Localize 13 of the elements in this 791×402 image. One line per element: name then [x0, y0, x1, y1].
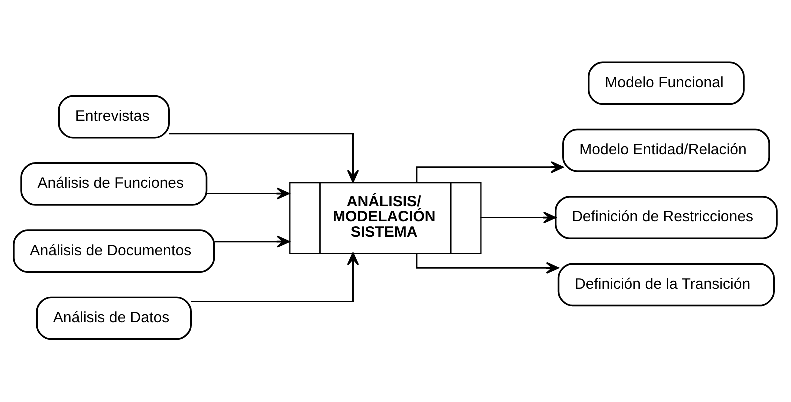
node-box: Modelo Entidad/Relación — [562, 128, 770, 172]
node-box: Definición de la Transición — [558, 263, 775, 307]
arrow — [214, 236, 290, 248]
node-box: Definición de Restricciones — [555, 196, 778, 240]
node-box: Análisis de Funciones — [20, 162, 208, 206]
arrow — [169, 133, 360, 183]
node-box: Análisis de Documentos — [13, 230, 216, 274]
node-box: Entrevistas — [58, 95, 170, 139]
node-box: Análisis de Datos — [36, 296, 192, 340]
arrow — [191, 252, 360, 302]
arrow — [207, 188, 290, 200]
arrow — [480, 212, 556, 224]
node-box: Modelo Funcional — [588, 62, 745, 106]
